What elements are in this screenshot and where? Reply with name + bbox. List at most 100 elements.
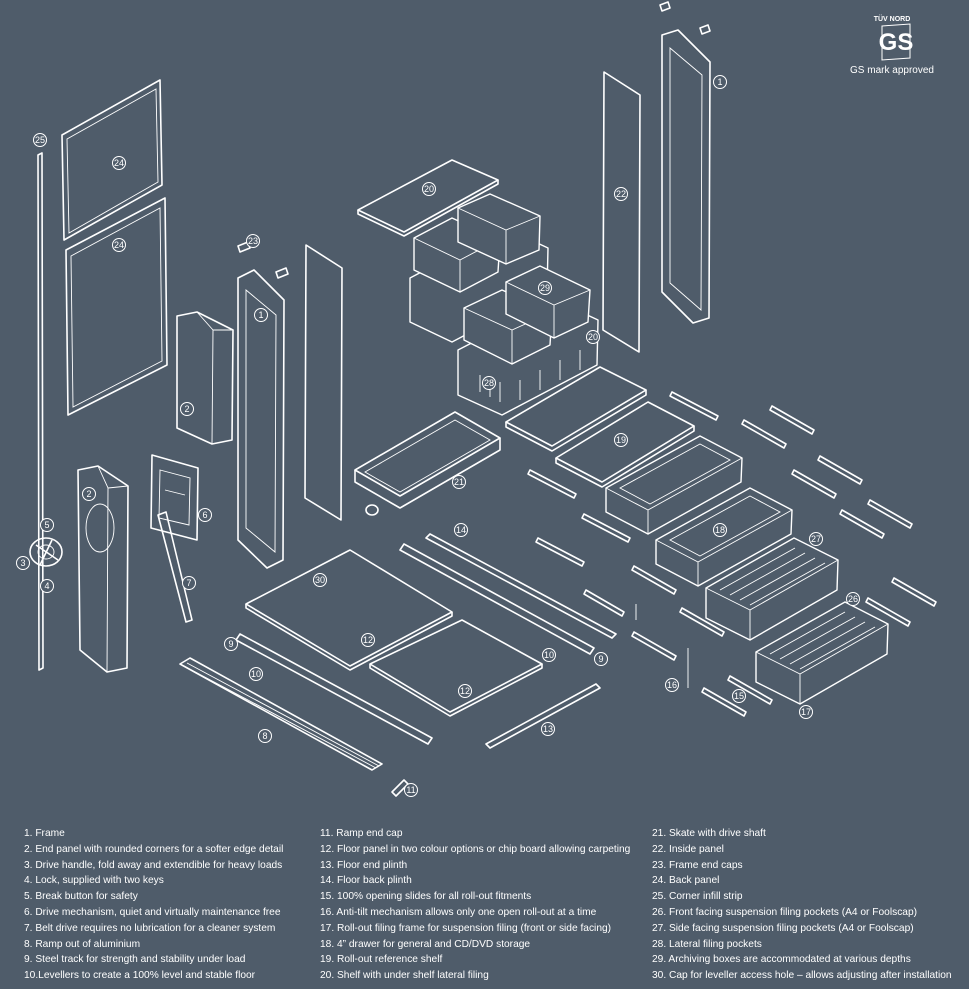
- legend-item: 21. Skate with drive shaft: [652, 828, 766, 839]
- part-drive-handle: [29, 537, 63, 567]
- legend-item: 5. Break button for safety: [24, 891, 138, 903]
- legend-item: 19. Roll-out reference shelf: [320, 954, 443, 966]
- part-reference-shelf-b: [555, 401, 695, 488]
- part-frame-end-caps: [237, 1, 711, 279]
- part-steel-track-b: [235, 633, 433, 745]
- callout-27: 27: [809, 532, 823, 546]
- svg-text:5: 5: [44, 520, 49, 530]
- legend-item: 7. Belt drive requires no lubrication fo…: [24, 922, 276, 934]
- callout-22: 22: [614, 187, 628, 201]
- svg-text:2: 2: [184, 404, 189, 414]
- legend-item: 29. Archiving boxes are accommodated at …: [652, 954, 911, 966]
- svg-text:21: 21: [454, 477, 464, 487]
- svg-text:16: 16: [667, 680, 677, 690]
- svg-text:3: 3: [20, 558, 25, 568]
- part-inside-panel-center: [304, 244, 343, 521]
- svg-text:24: 24: [114, 240, 124, 250]
- gs-mark-logo: TÜV NORD GS: [874, 14, 913, 61]
- svg-text:20: 20: [424, 184, 434, 194]
- callout-6: 6: [198, 508, 212, 522]
- callout-2-large: 2: [82, 487, 96, 501]
- part-floor-panel-b: [369, 619, 543, 717]
- svg-text:27: 27: [811, 534, 821, 544]
- callout-13: 13: [541, 722, 555, 736]
- part-filing-frame-side: [705, 537, 839, 641]
- svg-text:22: 22: [616, 189, 626, 199]
- svg-text:26: 26: [848, 594, 858, 604]
- callout-18: 18: [713, 523, 727, 537]
- callout-12-b: 12: [458, 684, 472, 698]
- legend-column-1: 1. Frame 2. End panel with rounded corne…: [24, 826, 283, 984]
- callout-9-left: 9: [224, 637, 238, 651]
- svg-text:20: 20: [588, 332, 598, 342]
- callout-26: 26: [846, 592, 860, 606]
- legend-item: 1. Frame: [24, 828, 65, 839]
- svg-text:1: 1: [258, 310, 263, 320]
- callout-2-small: 2: [180, 402, 194, 416]
- legend-item: 11. Ramp end cap: [320, 828, 403, 839]
- part-inside-panel-right: [602, 71, 641, 353]
- part-frame-right: [661, 29, 711, 324]
- legend-item: 24. Back panel: [652, 875, 720, 887]
- parts-legend: 1. Frame 2. End panel with rounded corne…: [24, 826, 954, 986]
- legend-item: 4. Lock, supplied with two keys: [24, 875, 164, 887]
- svg-text:4: 4: [44, 581, 49, 591]
- callout-20-top: 20: [422, 182, 436, 196]
- part-back-panel-upper: [61, 79, 163, 241]
- part-frame-left: [237, 269, 285, 569]
- legend-item: 25. Corner infill strip: [652, 891, 743, 903]
- legend-item: 22. Inside panel: [652, 843, 724, 855]
- svg-text:28: 28: [484, 378, 494, 388]
- callout-11: 11: [404, 783, 418, 797]
- callout-17: 17: [799, 705, 813, 719]
- legend-item: 9. Steel track for strength and stabilit…: [24, 954, 246, 966]
- svg-text:12: 12: [460, 686, 470, 696]
- part-belt-drive: [157, 511, 193, 623]
- callout-9-right: 9: [594, 652, 608, 666]
- callout-29: 29: [538, 281, 552, 295]
- legend-item: 17. Roll-out filing frame for suspension…: [320, 922, 612, 934]
- gs-mark-badge: TÜV NORD GS GS mark approved: [842, 12, 942, 82]
- callout-28: 28: [482, 376, 496, 390]
- svg-text:19: 19: [616, 435, 626, 445]
- callout-3: 3: [16, 556, 30, 570]
- legend-item: 20. Shelf with under shelf lateral filin…: [320, 970, 489, 982]
- callout-7: 7: [182, 576, 196, 590]
- legend-item: 27. Side facing suspension filing pocket…: [652, 922, 914, 934]
- svg-text:1: 1: [717, 77, 722, 87]
- part-reference-shelf-a: [505, 366, 647, 452]
- callout-23: 23: [246, 234, 260, 248]
- callout-21: 21: [452, 475, 466, 489]
- part-ramp: [179, 657, 383, 771]
- callout-12-a: 12: [361, 633, 375, 647]
- svg-text:10: 10: [544, 650, 554, 660]
- part-floor-end-plinth: [485, 683, 601, 749]
- legend-item: 2. End panel with rounded corners for a …: [24, 843, 284, 855]
- svg-text:9: 9: [598, 654, 603, 664]
- svg-text:25: 25: [35, 135, 45, 145]
- callout-20-right: 20: [586, 330, 600, 344]
- legend-item: 13. Floor end plinth: [320, 859, 408, 871]
- legend-item: 18. 4” drawer for general and CD/DVD sto…: [320, 938, 531, 950]
- svg-text:13: 13: [543, 724, 553, 734]
- svg-text:17: 17: [801, 707, 811, 717]
- callout-24-lower: 24: [112, 238, 126, 252]
- callout-19: 19: [614, 433, 628, 447]
- legend-item: 28. Lateral filing pockets: [652, 938, 762, 950]
- callout-10-left: 10: [249, 667, 263, 681]
- callout-30: 30: [313, 573, 327, 587]
- svg-text:9: 9: [228, 639, 233, 649]
- callout-16: 16: [665, 678, 679, 692]
- legend-column-3: 21. Skate with drive shaft 22. Inside pa…: [652, 826, 952, 984]
- svg-text:23: 23: [248, 236, 258, 246]
- callout-24-upper: 24: [112, 156, 126, 170]
- svg-text:TÜV NORD: TÜV NORD: [874, 14, 911, 23]
- legend-item: 6. Drive mechanism, quiet and virtually …: [24, 906, 281, 918]
- part-slides: [527, 391, 937, 717]
- part-drive-mechanism: [150, 454, 199, 541]
- callout-5: 5: [40, 518, 54, 532]
- part-filing-frame-front: [755, 601, 889, 705]
- legend-item: 12. Floor panel in two colour options or…: [320, 843, 631, 855]
- svg-text:10: 10: [251, 669, 261, 679]
- legend-item: 10.Levellers to create a 100% level and …: [24, 970, 256, 982]
